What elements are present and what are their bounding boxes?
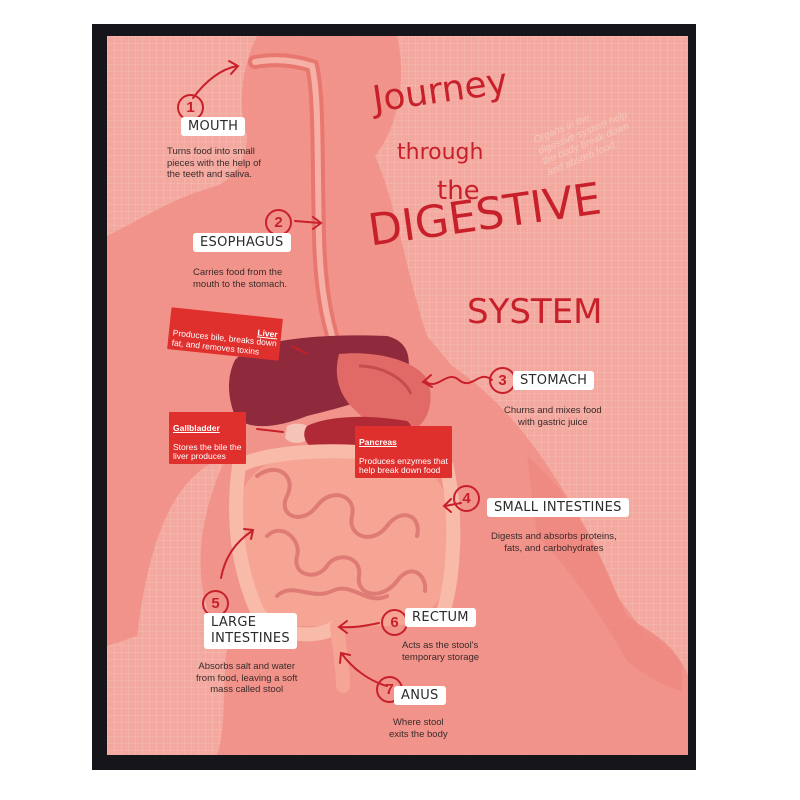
step-3-badge: 3 [489,367,516,394]
pancreas-tag: Pancreas Produces enzymes that help brea… [355,426,452,478]
step-6-badge: 6 [381,609,408,636]
step-1-description: Turns food into small pieces with the he… [167,146,262,180]
arrow-5 [220,530,253,579]
stomach-shape [336,353,431,433]
poster: Journey through the DIGESTIVE SYSTEM Org… [107,36,688,755]
pancreas-tag-name: Pancreas [359,436,397,447]
step-2-label: ESOPHAGUS [193,233,291,252]
arrow-liver [291,345,308,355]
title-line-through: through [397,140,484,165]
step-5-label: LARGE INTESTINES [204,613,297,649]
body-illustration [107,36,688,755]
step-1-label: MOUTH [181,117,246,136]
step-4-badge: 4 [453,485,480,512]
step-6-label: RECTUM [405,608,476,627]
step-7-description: Where stool exits the body [389,717,448,740]
arrow-gallbladder [256,428,284,433]
step-5-description: Absorbs salt and water from food, leavin… [196,661,298,695]
gallbladder-tag-text: Stores the bile the liver produces [173,441,242,461]
arrow-2 [294,220,321,224]
step-4-description: Digests and absorbs proteins, fats, and … [491,531,617,554]
step-4-label: SMALL INTESTINES [487,498,629,517]
title-line-system: SYSTEM [467,292,603,332]
arrow-1 [192,65,238,99]
gallbladder-tag-name: Gallbladder [173,422,220,433]
step-6-description: Acts as the stool's temporary storage [402,640,480,663]
pancreas-tag-text: Produces enzymes that help break down fo… [359,455,448,475]
step-7-label: ANUS [394,686,446,705]
arrow-6 [339,622,380,629]
step-2-description: Carries food from the mouth to the stoma… [193,267,287,290]
step-2-badge: 2 [265,209,292,236]
title-line-the: the [437,176,480,206]
intestines-region [237,456,449,626]
step-3-label: STOMACH [513,371,595,390]
arrow-3 [424,375,493,385]
step-3-description: Churns and mixes food with gastric juice [504,405,602,428]
gallbladder-tag: Gallbladder Stores the bile the liver pr… [169,412,246,464]
